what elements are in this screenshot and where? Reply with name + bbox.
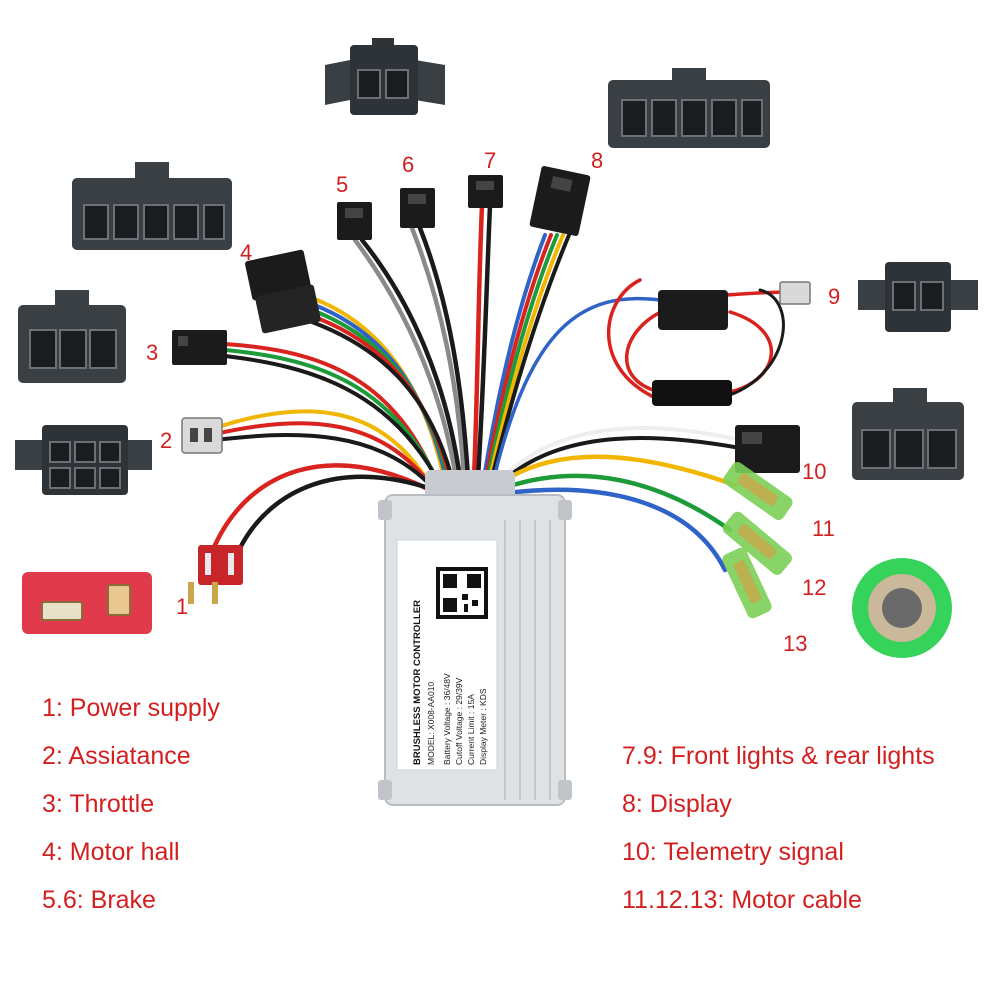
controller-spec-row: Battery Voltage : 36/48V [442, 673, 452, 765]
controller-model: MODEL: X008-AA010 [426, 682, 436, 765]
connector-number: 1 [176, 594, 188, 619]
qr-code [436, 567, 488, 619]
legend-item: 11.12.13: Motor cable [622, 886, 862, 914]
motor-terminal-11 [723, 462, 793, 520]
housing-closeup-top-small [325, 38, 445, 115]
housing-closeup-right-lower [852, 388, 964, 480]
wire-bundle [212, 202, 792, 573]
connector-brake-plug-5 [337, 202, 372, 240]
connector-display-plug [529, 166, 591, 236]
connector-number-labels: 1 2 3 4 5 6 7 8 9 10 11 12 13 [146, 148, 840, 656]
housing-closeup-left-lower [15, 425, 152, 495]
connector-number: 10 [802, 459, 826, 484]
legend-item: 7.9: Front lights & rear lights [622, 742, 935, 770]
housing-closeup-left-middle [18, 290, 126, 383]
controller-box: BRUSHLESS MOTOR CONTROLLER MODEL: X008-A… [378, 470, 572, 806]
connector-power-plug [188, 545, 243, 604]
connector-number: 12 [802, 575, 826, 600]
controller-spec-row: Display Meter : KDS [478, 688, 488, 765]
connector-light-plug-7 [468, 175, 503, 208]
legend-item: 4: Motor hall [42, 838, 180, 866]
connector-number: 6 [402, 152, 414, 177]
motor-terminal-13 [722, 547, 772, 619]
connector-rear-light-plug-9 [652, 281, 811, 406]
connector-brake-plug-6 [400, 188, 435, 228]
controller-spec-row: Current Limit : 15A [466, 694, 476, 765]
connector-number: 4 [240, 240, 252, 265]
connector-number: 5 [336, 172, 348, 197]
connector-telemetry-plug [735, 425, 800, 473]
connector-number: 2 [160, 428, 172, 453]
legend-item: 3: Throttle [42, 790, 155, 818]
connector-number: 7 [484, 148, 496, 173]
connector-number: 11 [812, 516, 835, 541]
power-plug-closeup [22, 572, 152, 634]
housing-closeup-right-upper [858, 262, 978, 332]
controller-title: BRUSHLESS MOTOR CONTROLLER [412, 600, 423, 765]
connector-motor-hall-plug [245, 249, 321, 334]
motor-terminal-closeup [852, 558, 952, 658]
motor-terminal-12 [722, 511, 793, 575]
housing-closeup-top-right [608, 68, 770, 148]
legend-item: 1: Power supply [42, 694, 220, 722]
connector-number: 3 [146, 340, 158, 365]
legend-item: 2: Assiatance [42, 742, 191, 770]
connector-assistance-plug [181, 417, 223, 454]
legend-item: 5.6: Brake [42, 886, 156, 914]
legend-item: 10: Telemetry signal [622, 838, 844, 866]
controller-spec-row: Cutoff Voltage : 29/39V [454, 677, 464, 765]
connector-throttle-plug [172, 330, 227, 365]
housing-closeup-left-top [72, 162, 232, 250]
connector-number: 8 [591, 148, 603, 173]
connector-number: 13 [783, 631, 807, 656]
connector-number: 9 [828, 284, 840, 309]
legend-item: 8: Display [622, 790, 732, 818]
